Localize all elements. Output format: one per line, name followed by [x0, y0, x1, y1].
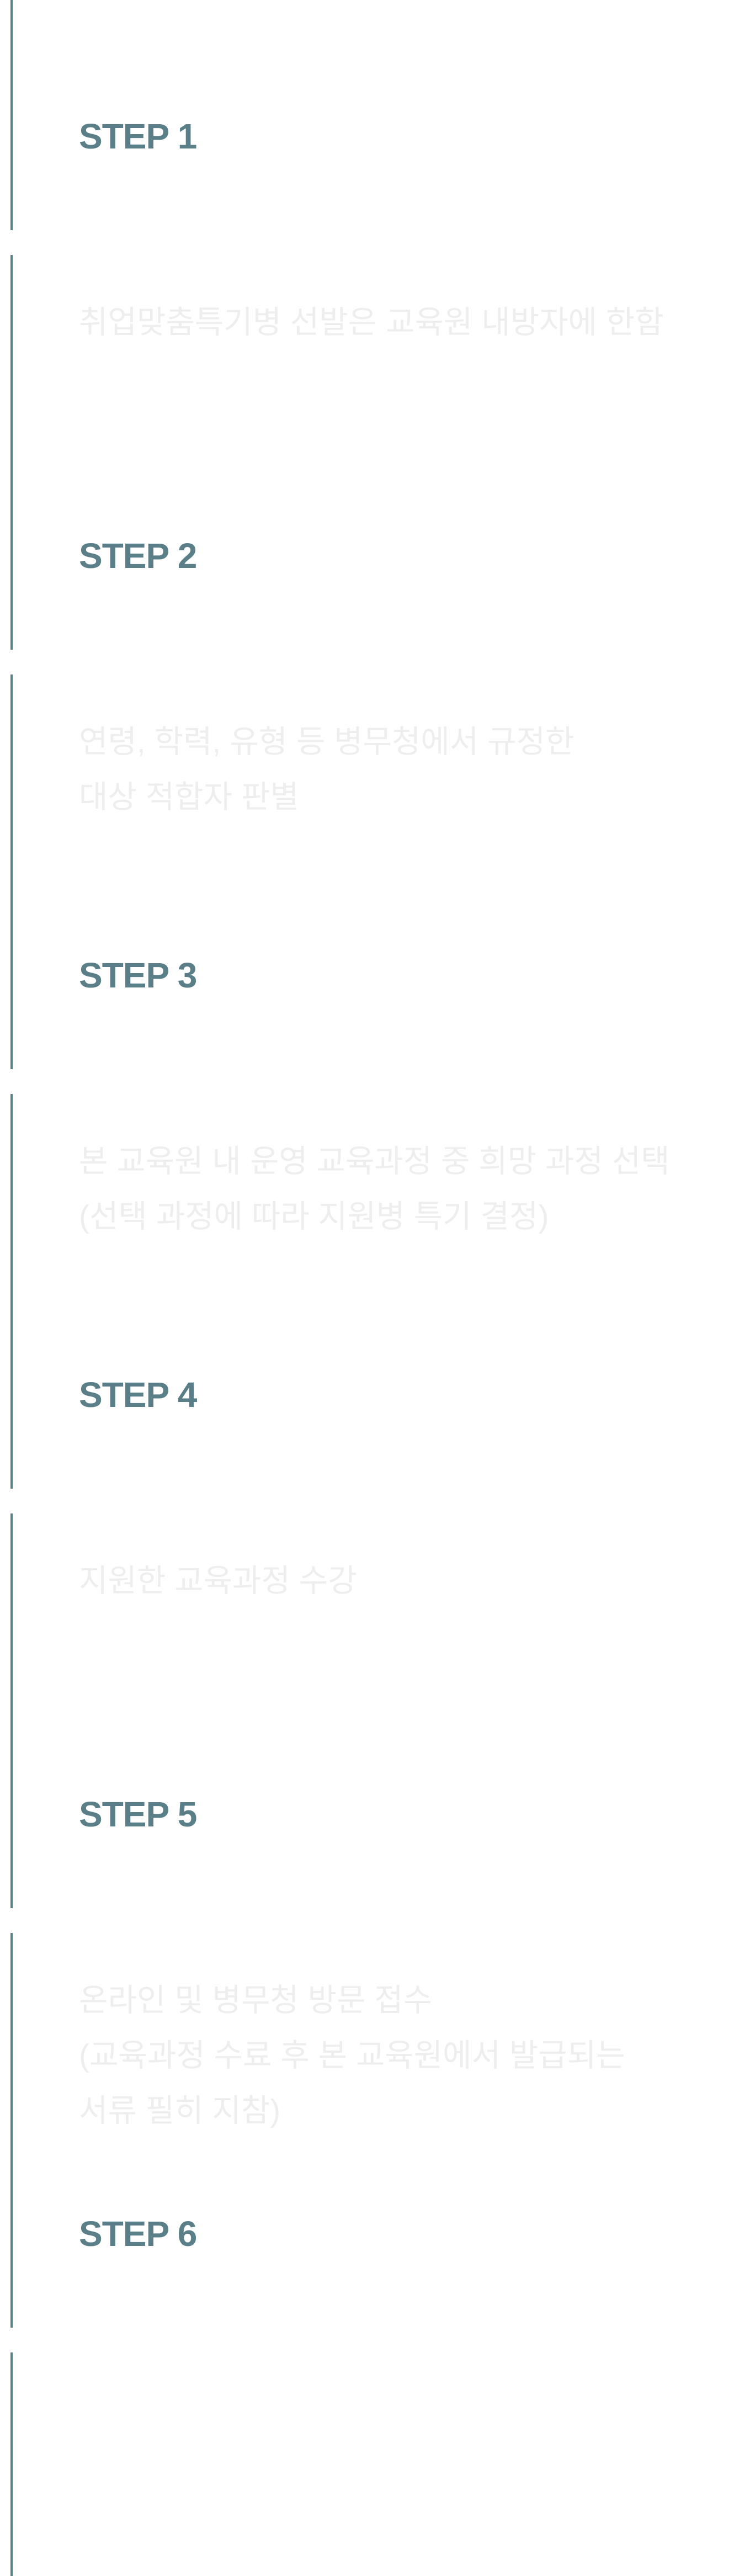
timeline-segment: STEP 1	[0, 0, 750, 230]
step-5-description: 온라인 및 병무청 방문 접수 (교육과정 수료 후 본 교육원에서 발급되는 …	[79, 1983, 625, 2128]
timeline-segment: 온라인 및 병무청 방문 접수 (교육과정 수료 후 본 교육원에서 발급되는 …	[0, 1933, 750, 2328]
timeline-segment	[0, 2352, 750, 2576]
step-2-label: STEP 2	[79, 536, 197, 576]
step-1-label: STEP 1	[79, 116, 197, 156]
step-5-label: STEP 5	[79, 1794, 197, 1834]
timeline-bar	[10, 0, 13, 230]
step-4-description: 지원한 교육과정 수강	[79, 1563, 357, 1598]
timeline-segment: 본 교육원 내 운영 교육과정 중 희망 과정 선택 (선택 과정에 따라 지원…	[0, 1094, 750, 1489]
step-1-description: 취업맞춤특기병 선발은 교육원 내방자에 한함	[79, 305, 664, 340]
step-2-description: 연령, 학력, 유형 등 병무청에서 규정한 대상 적합자 판별	[79, 724, 575, 815]
timeline-segment: 연령, 학력, 유형 등 병무청에서 규정한 대상 적합자 판별 STEP 3	[0, 674, 750, 1069]
timeline-bar	[10, 1094, 13, 1489]
timeline-bar	[10, 255, 13, 650]
timeline-segment: 취업맞춤특기병 선발은 교육원 내방자에 한함 STEP 2	[0, 255, 750, 650]
step-3-description: 본 교육원 내 운영 교육과정 중 희망 과정 선택 (선택 과정에 따라 지원…	[79, 1144, 670, 1234]
step-6-label: STEP 6	[79, 2214, 197, 2254]
step-4-label: STEP 4	[79, 1375, 197, 1415]
timeline-bar	[10, 1933, 13, 2328]
timeline-bar	[10, 674, 13, 1069]
timeline-segment: 지원한 교육과정 수강 STEP 5	[0, 1513, 750, 1908]
timeline-bar	[10, 1513, 13, 1908]
timeline-bar	[10, 2352, 13, 2576]
step-3-label: STEP 3	[79, 955, 197, 995]
